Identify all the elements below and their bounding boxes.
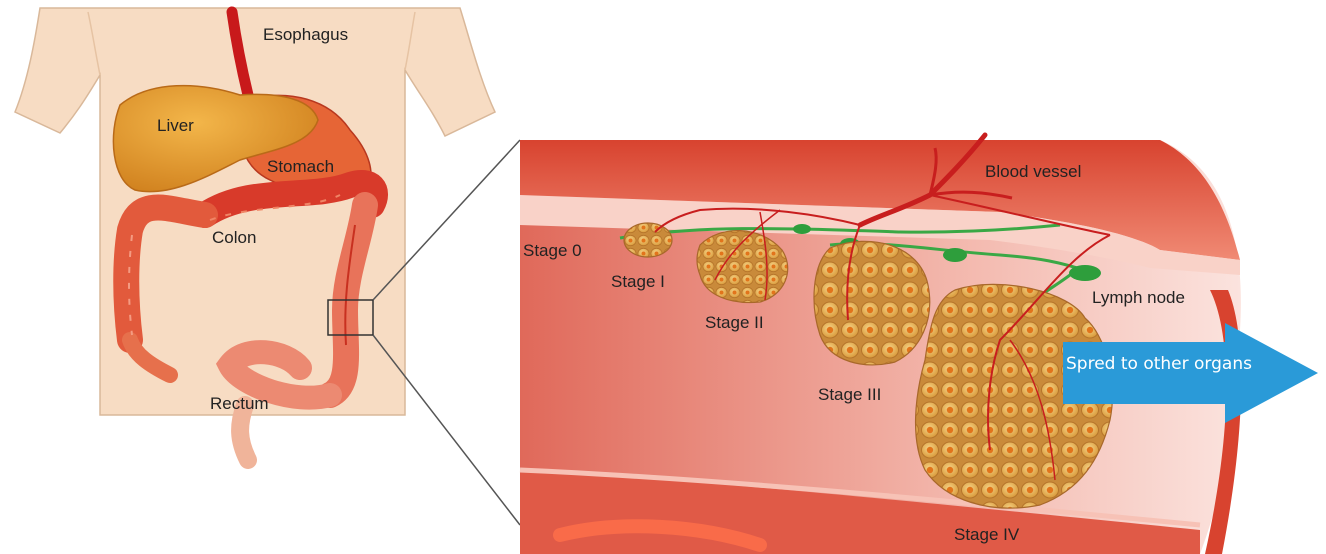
lymph-node — [793, 224, 811, 234]
label-stage-0: Stage 0 — [523, 242, 582, 259]
label-stage-3: Stage III — [818, 386, 881, 403]
rectum-organ — [240, 405, 248, 460]
label-colon: Colon — [212, 229, 256, 246]
label-lymph-node: Lymph node — [1092, 289, 1185, 306]
label-stage-4: Stage IV — [954, 526, 1019, 543]
tumor-stage-1 — [624, 223, 672, 257]
label-stage-2: Stage II — [705, 314, 764, 331]
lymph-node — [1069, 265, 1101, 281]
label-liver: Liver — [157, 117, 194, 134]
lymph-node — [943, 248, 967, 262]
zoom-line-bottom — [373, 335, 520, 525]
label-esophagus: Esophagus — [263, 26, 348, 43]
label-blood-vessel: Blood vessel — [985, 163, 1081, 180]
arrow-label: Spred to other organs — [1066, 356, 1252, 373]
tumor-stage-3 — [814, 241, 930, 365]
label-stage-1: Stage I — [611, 273, 665, 290]
label-rectum: Rectum — [210, 395, 269, 412]
label-stomach: Stomach — [267, 158, 334, 175]
